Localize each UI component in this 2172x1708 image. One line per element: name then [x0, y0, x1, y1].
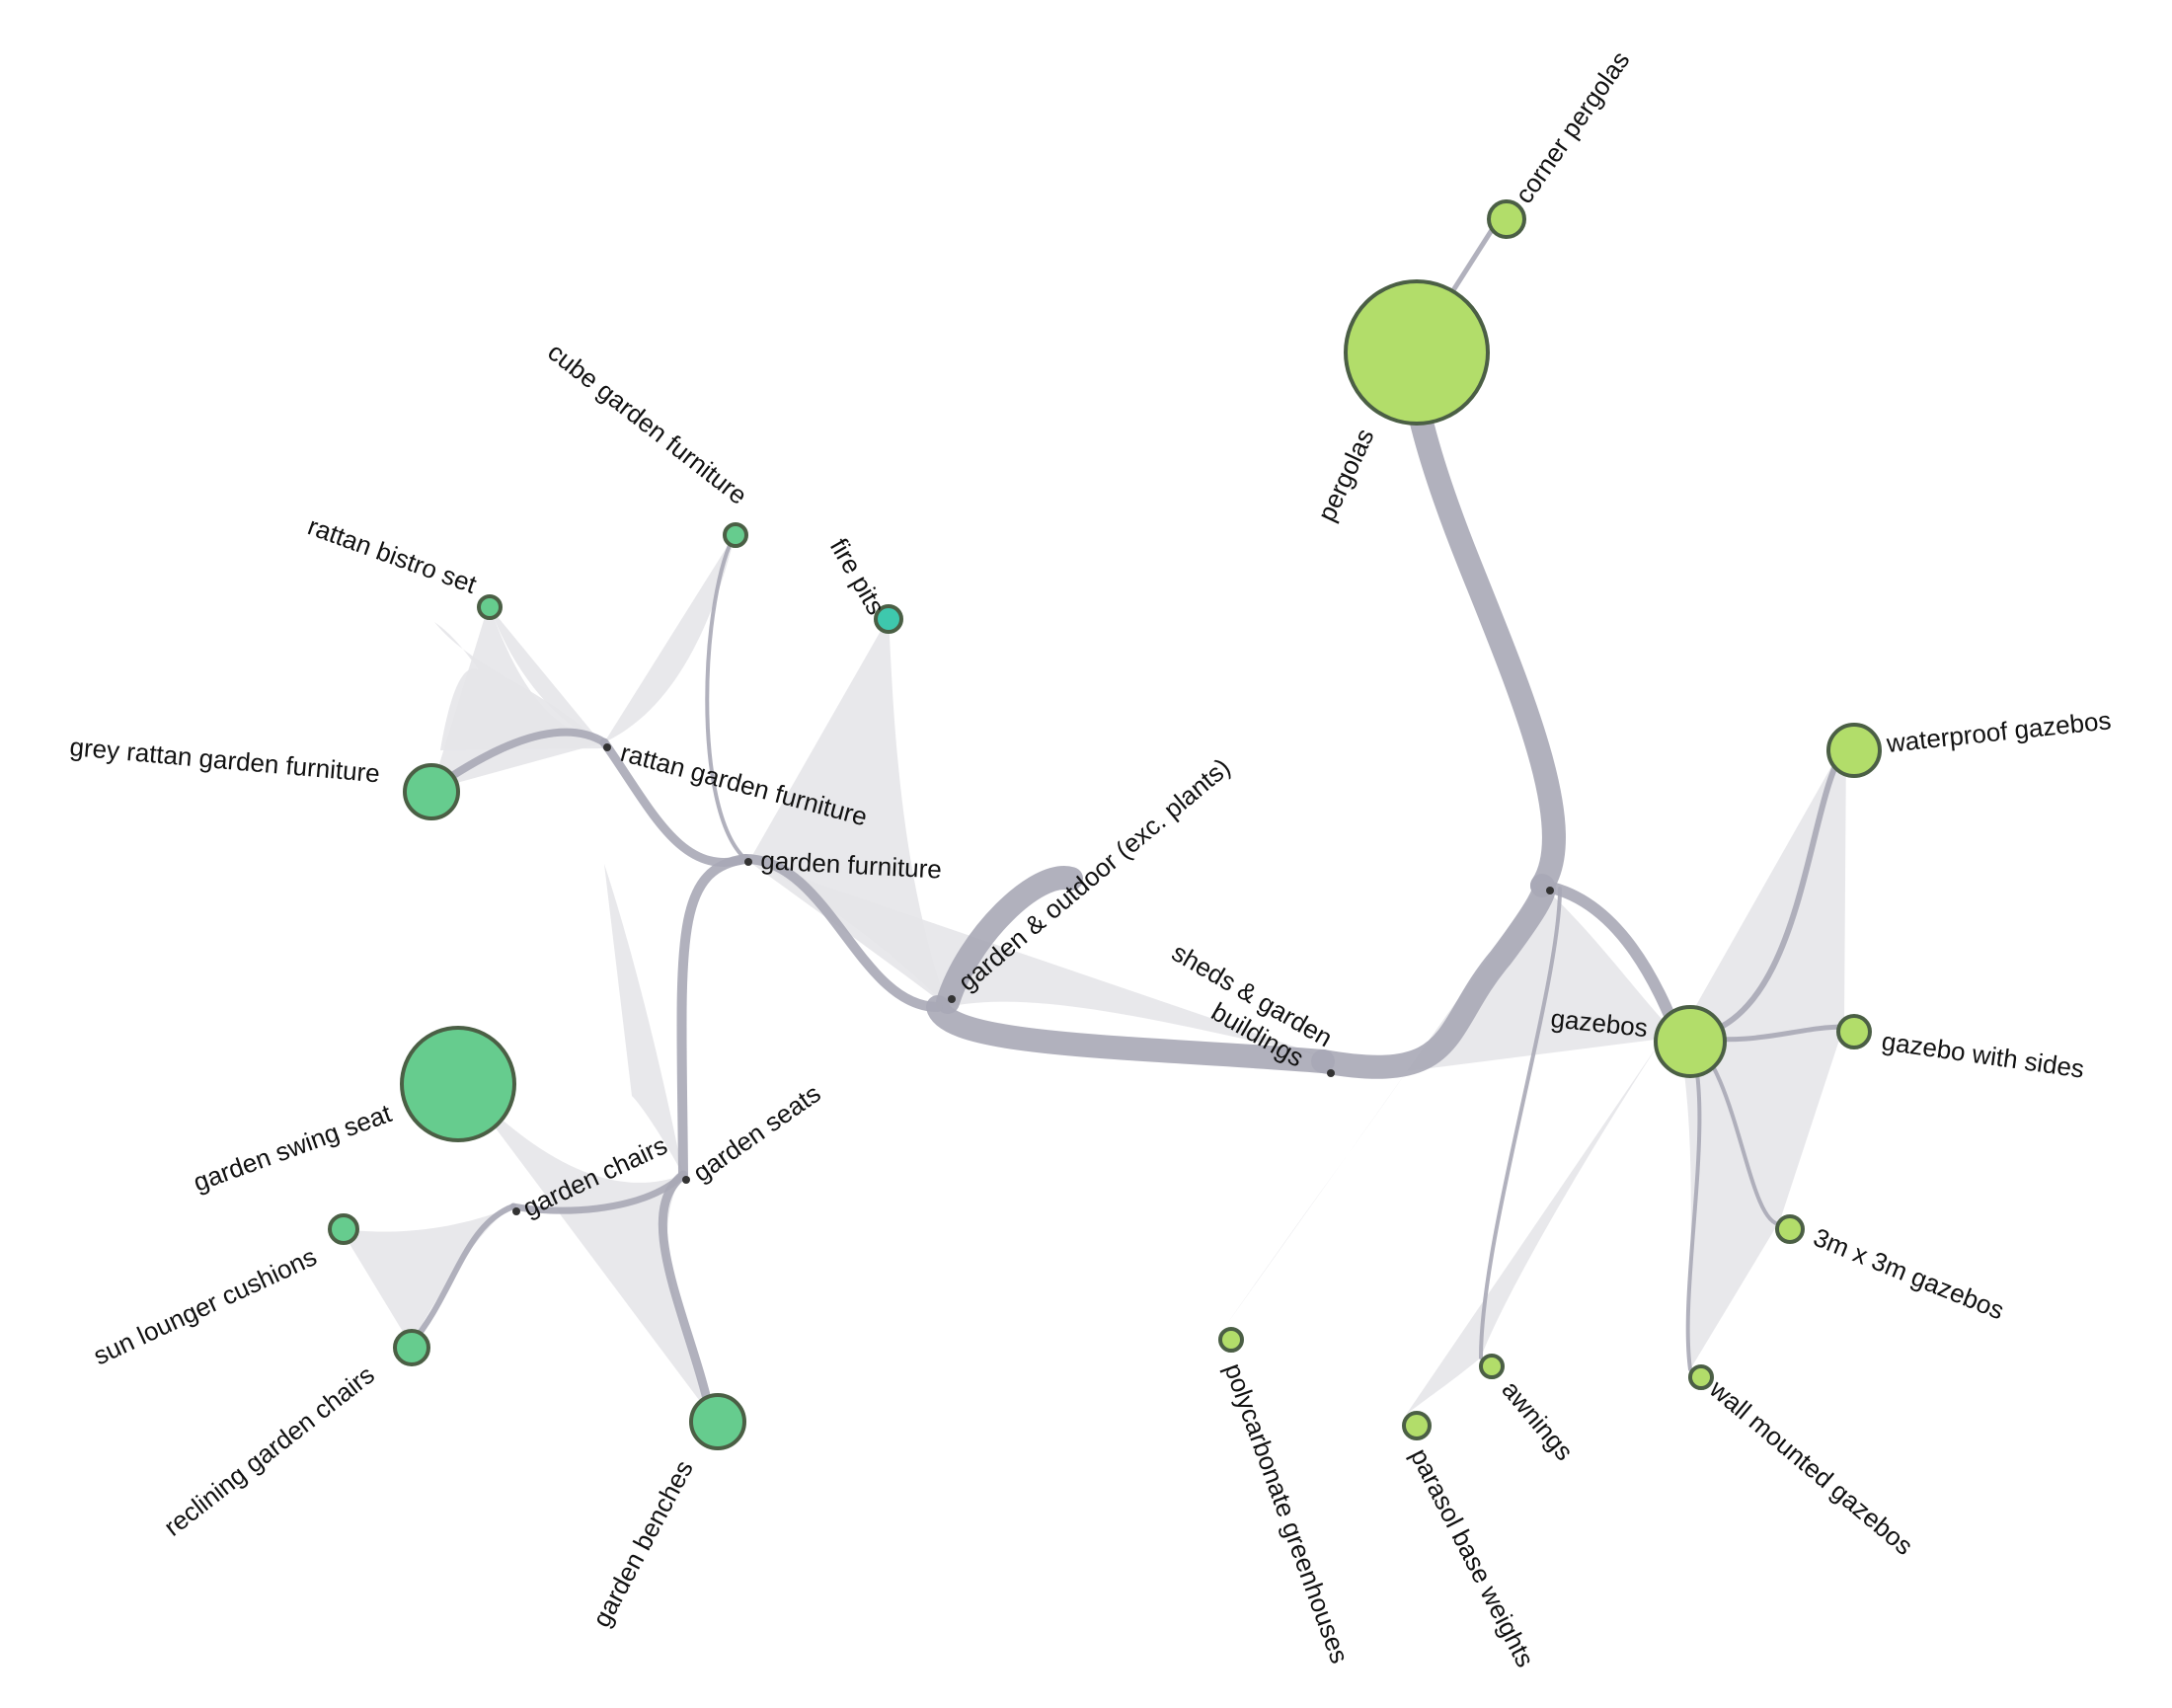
fan-parasol: [1406, 1037, 1664, 1415]
edge-seats-to-benches: [658, 1170, 716, 1421]
edge-sheds-to-gazebo-hub: [1311, 874, 1556, 1079]
label-awnings: awnings: [1496, 1375, 1579, 1466]
node-benches[interactable]: [689, 1393, 746, 1450]
hub-seats-dot: [682, 1176, 690, 1184]
edge-root-to-sheds: [926, 995, 1335, 1073]
edge-seats-to-chairs: [509, 1171, 687, 1214]
node-3m[interactable]: [1775, 1214, 1805, 1244]
label-cushions: sun lounger cushions: [89, 1241, 321, 1370]
hub-root-dot: [948, 995, 956, 1003]
hub-rattan-dot: [603, 743, 611, 751]
fan-greenhouses: [1224, 1071, 1407, 1328]
label-parasol: parasol base weights: [1405, 1443, 1541, 1671]
fan-firepits: [750, 617, 948, 1007]
node-cube[interactable]: [723, 522, 748, 548]
hub-chairs-dot: [512, 1207, 520, 1215]
label-pergolas: pergolas: [1311, 424, 1379, 525]
fan-seats: [604, 864, 683, 1175]
label-cube: cube garden furniture: [542, 337, 752, 510]
node-parasol[interactable]: [1402, 1411, 1432, 1440]
fan-gazebos: [1678, 740, 1846, 1369]
fan-rattan-group: [431, 604, 604, 790]
label-fire-pits: fire pits: [824, 533, 892, 620]
edge-root-to-furniture: [740, 854, 943, 1012]
label-reclining: reclining garden chairs: [158, 1359, 380, 1542]
leaf-nodes: [328, 199, 1882, 1450]
hub-gazebo-group-dot: [1546, 887, 1554, 894]
node-grey-rattan[interactable]: [403, 763, 460, 820]
node-fire-pits[interactable]: [874, 604, 903, 634]
label-waterproof: waterproof gazebos: [1884, 705, 2112, 758]
fan-sheds: [1407, 884, 1678, 1071]
fan-furniture: [745, 859, 1323, 1056]
label-bistro: rattan bistro set: [304, 510, 481, 599]
hub-dots: [512, 743, 1554, 1215]
node-gazebos[interactable]: [1654, 1005, 1727, 1078]
node-pergolas[interactable]: [1344, 279, 1490, 426]
edge-furniture-to-cube: [705, 531, 747, 861]
label-wall: wall mounted gazebos: [1703, 1373, 1918, 1561]
hub-furniture-dot: [744, 858, 752, 866]
fan-areas: [341, 533, 1846, 1416]
node-waterproof[interactable]: [1826, 723, 1882, 778]
node-swing-seat[interactable]: [400, 1026, 516, 1142]
node-awnings[interactable]: [1479, 1354, 1505, 1379]
label-3m: 3m x 3m gazebos: [1810, 1222, 2009, 1326]
label-benches: garden benches: [586, 1455, 699, 1632]
edge-chairs-to-reclining: [408, 1203, 516, 1348]
node-bistro[interactable]: [477, 594, 503, 620]
edge-hub-to-pergolas: [1400, 349, 1566, 897]
node-corner-pergolas[interactable]: [1487, 199, 1526, 239]
label-grey-rattan: grey rattan garden furniture: [68, 732, 380, 788]
label-polycarbonate: polycarbonate greenhouses: [1218, 1359, 1355, 1668]
node-wall[interactable]: [1688, 1364, 1714, 1390]
hub-sheds-dot: [1327, 1069, 1335, 1077]
fan-bistro: [490, 607, 604, 746]
edge-root-trunk: [936, 866, 1083, 1014]
label-corner-pergolas: corner pergolas: [1509, 45, 1635, 208]
node-reclining[interactable]: [393, 1329, 430, 1366]
fan-cube: [604, 533, 736, 742]
label-swing: garden swing seat: [190, 1098, 396, 1198]
node-polycarbonate[interactable]: [1218, 1327, 1244, 1353]
edge-gazebos-to-waterproof: [1685, 745, 1849, 1040]
node-sides[interactable]: [1836, 1014, 1872, 1049]
fan-swing-benches: [458, 1078, 711, 1416]
edge-furniture-to-seats: [676, 854, 750, 1180]
edge-hub-to-awnings: [1479, 887, 1562, 1359]
node-cushions[interactable]: [328, 1213, 359, 1245]
label-garden-seats: garden seats: [687, 1078, 825, 1188]
label-sides: gazebo with sides: [1880, 1026, 2086, 1083]
